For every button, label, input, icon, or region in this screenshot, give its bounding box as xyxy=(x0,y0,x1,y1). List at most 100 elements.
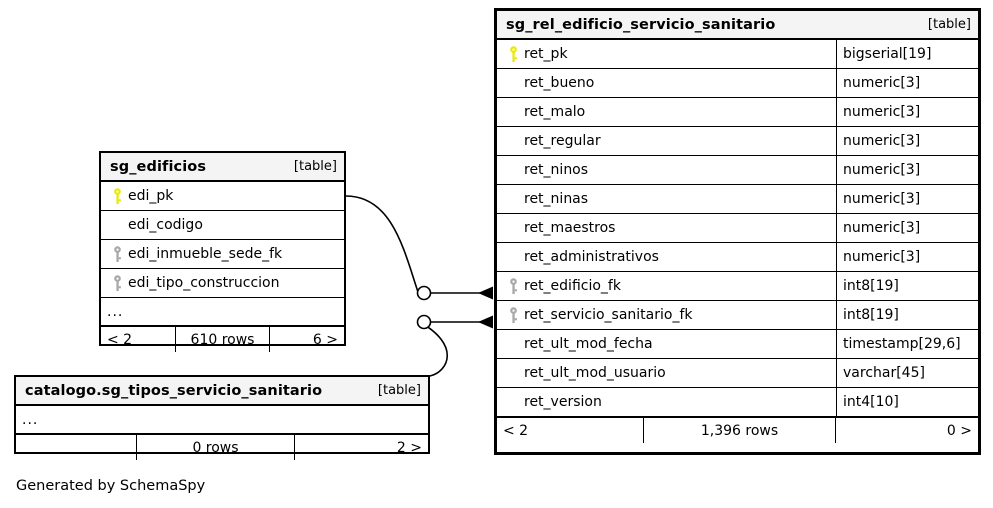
more-columns-indicator: ... xyxy=(101,298,344,326)
row-count-label: 1,396 rows xyxy=(643,418,836,443)
column-name-cell: ret_ult_mod_fecha xyxy=(497,330,836,358)
table-row[interactable]: ret_ult_mod_usuario varchar[45] xyxy=(497,359,978,388)
primary-key-icon xyxy=(505,45,522,63)
column-name: ret_administrativos xyxy=(524,249,659,265)
column-name: ret_regular xyxy=(524,133,601,149)
column-type: numeric[3] xyxy=(836,185,978,213)
column-name-cell: ret_pk xyxy=(497,40,836,68)
table-row[interactable]: edi_tipo_construccion xyxy=(101,269,344,298)
column-type: int8[19] xyxy=(836,301,978,329)
table-header: sg_rel_edificio_servicio_sanitario [tabl… xyxy=(497,11,978,40)
next-page-button[interactable]: 6 > xyxy=(312,331,338,348)
column-name-cell: ret_maestros xyxy=(497,214,836,242)
table-footer: < 2 1,396 rows 0 > xyxy=(497,417,978,443)
column-name-cell: ret_malo xyxy=(497,98,836,126)
foreign-key-icon xyxy=(109,245,126,263)
foreign-key-icon xyxy=(109,274,126,292)
table-row[interactable]: ret_pk bigserial[19] xyxy=(497,40,978,69)
column-name: edi_inmueble_sede_fk xyxy=(128,246,283,262)
table-type-tag: [table] xyxy=(293,159,337,174)
column-name-cell: edi_tipo_construccion xyxy=(101,269,344,297)
column-name-cell: ret_ult_mod_usuario xyxy=(497,359,836,387)
table-row[interactable]: ret_version int4[10] xyxy=(497,388,978,417)
column-name: ret_maestros xyxy=(524,220,616,236)
relationship-line-edificios-edificio-fk xyxy=(345,195,419,293)
table-sg-edificios[interactable]: sg_edificios [table] edi_pk edi_codigo xyxy=(99,151,346,352)
table-row[interactable]: ret_ult_mod_fecha timestamp[29,6] xyxy=(497,330,978,359)
column-name: edi_tipo_construccion xyxy=(128,275,280,291)
row-count-label: 0 rows xyxy=(136,435,295,460)
next-page-button[interactable]: 2 > xyxy=(396,439,422,456)
column-name: ret_servicio_sanitario_fk xyxy=(524,307,693,323)
column-name-cell: edi_pk xyxy=(101,182,344,210)
column-type: timestamp[29,6] xyxy=(836,330,978,358)
table-title: sg_rel_edificio_servicio_sanitario xyxy=(506,16,776,33)
column-name-cell: ret_servicio_sanitario_fk xyxy=(497,301,836,329)
column-name: ret_edificio_fk xyxy=(524,278,621,294)
relationship-zero-marker-1 xyxy=(416,285,432,301)
table-row[interactable]: ret_maestros numeric[3] xyxy=(497,214,978,243)
column-type: bigserial[19] xyxy=(836,40,978,68)
table-row[interactable]: ret_ninas numeric[3] xyxy=(497,185,978,214)
column-type: numeric[3] xyxy=(836,69,978,97)
column-name-cell: ret_edificio_fk xyxy=(497,272,836,300)
column-name-cell: ret_bueno xyxy=(497,69,836,97)
table-title: sg_edificios xyxy=(110,158,207,175)
column-name-cell: ret_ninas xyxy=(497,185,836,213)
table-row[interactable]: ret_regular numeric[3] xyxy=(497,127,978,156)
table-row[interactable]: ret_administrativos numeric[3] xyxy=(497,243,978,272)
column-type: int8[19] xyxy=(836,272,978,300)
foreign-key-icon xyxy=(505,306,522,324)
column-type: numeric[3] xyxy=(836,98,978,126)
row-count-label: 610 rows xyxy=(175,327,270,352)
column-name: ret_bueno xyxy=(524,75,595,91)
column-type: int4[10] xyxy=(836,388,978,416)
table-row[interactable]: ret_servicio_sanitario_fk int8[19] xyxy=(497,301,978,330)
table-row[interactable]: edi_pk xyxy=(101,182,344,211)
column-type: numeric[3] xyxy=(836,243,978,271)
relationship-arrow-2 xyxy=(478,315,493,329)
prev-page-button[interactable]: < 2 xyxy=(107,331,133,348)
column-type: varchar[45] xyxy=(836,359,978,387)
column-name: ret_malo xyxy=(524,104,586,120)
table-row[interactable]: edi_inmueble_sede_fk xyxy=(101,240,344,269)
prev-page-button[interactable]: < 2 xyxy=(503,422,529,439)
table-catalogo-sg-tipos-servicio-sanitario[interactable]: catalogo.sg_tipos_servicio_sanitario [ta… xyxy=(14,375,430,460)
table-row[interactable]: ret_malo numeric[3] xyxy=(497,98,978,127)
table-row[interactable]: edi_codigo xyxy=(101,211,344,240)
table-type-tag: [table] xyxy=(377,383,421,398)
generated-by-label: Generated by SchemaSpy xyxy=(16,478,206,494)
table-type-tag: [table] xyxy=(927,17,971,32)
column-name: ret_ult_mod_usuario xyxy=(524,365,666,381)
column-name-cell: ret_administrativos xyxy=(497,243,836,271)
column-name-cell: edi_inmueble_sede_fk xyxy=(101,240,344,268)
table-footer: 0 rows 2 > xyxy=(16,434,428,460)
column-name-cell: ret_ninos xyxy=(497,156,836,184)
column-name: ret_ninos xyxy=(524,162,589,178)
column-name-cell: ret_version xyxy=(497,388,836,416)
column-name: edi_pk xyxy=(128,188,174,204)
column-type: numeric[3] xyxy=(836,127,978,155)
column-type: numeric[3] xyxy=(836,156,978,184)
column-name: ret_version xyxy=(524,394,602,410)
relationship-zero-marker-2 xyxy=(416,314,432,330)
table-footer: < 2 610 rows 6 > xyxy=(101,326,344,352)
column-name: ret_ninas xyxy=(524,191,589,207)
column-name: ret_ult_mod_fecha xyxy=(524,336,653,352)
table-row[interactable]: ret_edificio_fk int8[19] xyxy=(497,272,978,301)
column-name: ret_pk xyxy=(524,46,568,62)
table-row[interactable]: ret_ninos numeric[3] xyxy=(497,156,978,185)
table-row[interactable]: ret_bueno numeric[3] xyxy=(497,69,978,98)
more-columns-indicator: ... xyxy=(16,406,428,434)
table-header: sg_edificios [table] xyxy=(101,153,344,182)
next-page-button[interactable]: 0 > xyxy=(946,422,972,439)
column-name-cell: edi_codigo xyxy=(101,211,344,239)
table-sg-rel-edificio-servicio-sanitario[interactable]: sg_rel_edificio_servicio_sanitario [tabl… xyxy=(494,8,981,455)
relationship-arrow-1 xyxy=(478,286,493,300)
table-title: catalogo.sg_tipos_servicio_sanitario xyxy=(25,382,323,399)
column-name-cell: ret_regular xyxy=(497,127,836,155)
column-name: edi_codigo xyxy=(128,217,203,233)
foreign-key-icon xyxy=(505,277,522,295)
prev-page-button[interactable] xyxy=(16,435,136,460)
